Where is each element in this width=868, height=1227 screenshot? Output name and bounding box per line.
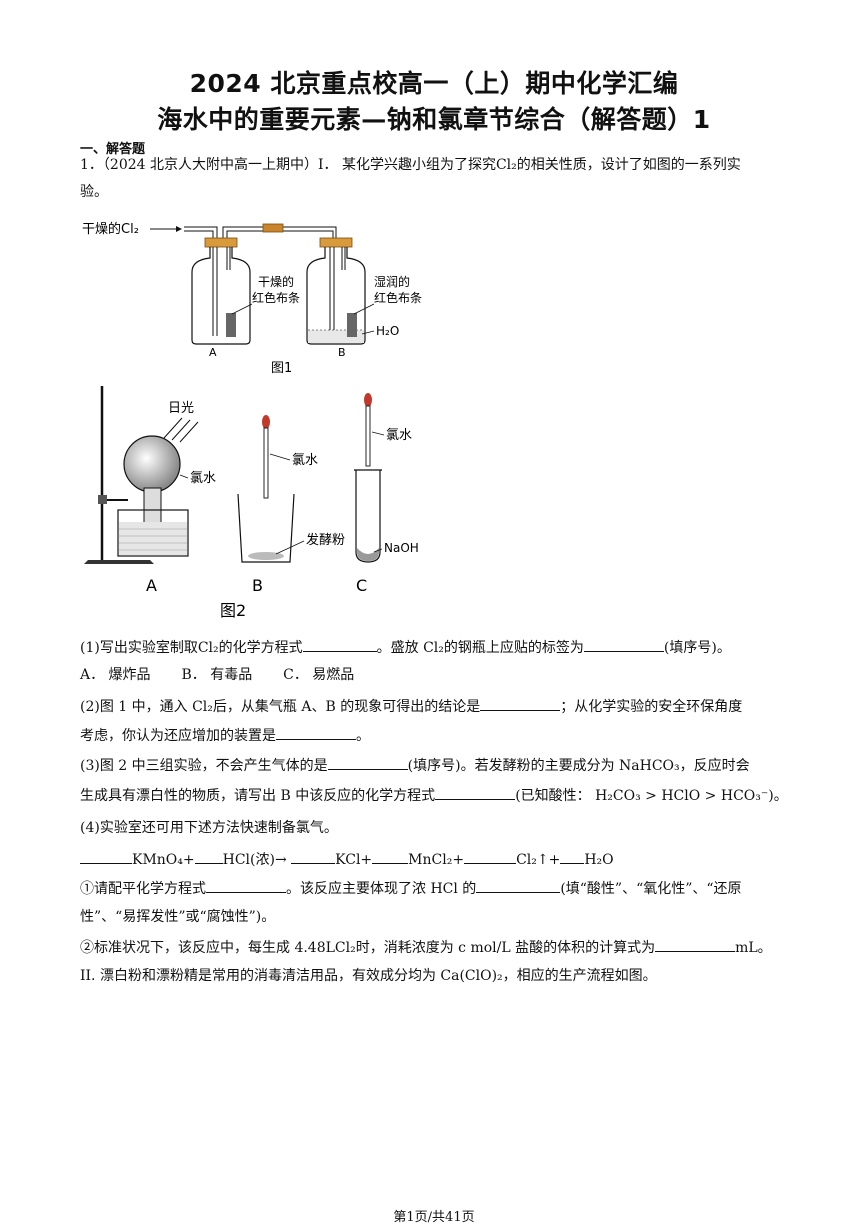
- water-label: H₂O: [376, 324, 399, 338]
- q2-text-d: 。: [356, 728, 370, 744]
- water-trough: [117, 509, 189, 557]
- bottle-b-label-2: 红色布条: [374, 290, 422, 305]
- q4-sub1-line2: 性”、“易挥发性”或“腐蚀性”)。: [80, 909, 276, 925]
- q1-blank-label[interactable]: [583, 636, 664, 652]
- q1-text-a: (1)写出实验室制取Cl₂的化学方程式: [80, 640, 303, 656]
- chlorine-water-label-b: 氯水: [292, 453, 318, 468]
- q4-sub1-line1: ①请配平化学方程式 。该反应主要体现了浓 HCl 的 (填“酸性”、“氧化性”、“还…: [80, 877, 792, 899]
- figure2-apparatus: 日光 氯水 A 氯水 发酵粉 B 氯水 NaOH C 图2: [84, 386, 419, 620]
- bottle-b-label-1: 湿润的: [374, 274, 410, 289]
- naoh-label: NaOH: [384, 541, 419, 555]
- q3-line2: 生成具有漂白性的物质，请写出 B 中该反应的化学方程式 (已知酸性： H₂CO₃ …: [80, 784, 792, 806]
- eq-mncl2: MnCl₂+: [408, 852, 465, 868]
- q4-sub2-line: ②标准状况下，该反应中，每生成 4.48LCl₂时，消耗浓度为 c mol/L …: [80, 936, 792, 958]
- chlorine-water-label-c: 氯水: [386, 428, 412, 443]
- bottle-a-label-1: 干燥的: [258, 274, 294, 289]
- eq-hcl: HCl(浓)→: [222, 852, 287, 868]
- q1-text-c: (填序号)。: [663, 640, 731, 656]
- q1-option-c: C． 易燃品: [283, 667, 355, 683]
- q1-blank-equation[interactable]: [302, 636, 377, 652]
- coef-mncl2[interactable]: [372, 848, 409, 864]
- q4-sub1-text-c: (填“酸性”、“氧化性”、“还原: [560, 881, 742, 897]
- q4-intro: (4)实验室还可用下述方法快速制备氯气。: [80, 820, 338, 836]
- q4-blank-balance[interactable]: [206, 877, 286, 893]
- gas-bottle-a: [191, 237, 251, 345]
- coef-cl2[interactable]: [464, 848, 517, 864]
- q2-text-c: 考虑，你认为还应增加的装置是: [80, 728, 276, 744]
- document-title-line2: 海水中的重要元素—钠和氯章节综合（解答题）1: [157, 105, 711, 134]
- part2-text: II. 漂白粉和漂粉精是常用的消毒清洁用品，有效成分均为 Ca(ClO)₂，相应…: [80, 968, 657, 984]
- coef-h2o[interactable]: [560, 848, 585, 864]
- document-title-line1: 2024 北京重点校高一（上）期中化学汇编: [189, 69, 679, 98]
- q1-options: A． 爆炸品 B． 有毒品 C． 易燃品: [80, 665, 792, 685]
- q1-line: (1)写出实验室制取Cl₂的化学方程式 。盛放 Cl₂的钢瓶上应贴的标签为 (填序号…: [80, 636, 792, 658]
- dry-red-cloth-strip: [226, 313, 236, 337]
- section-label: 一、解答题: [80, 142, 146, 157]
- apparatus-b: [237, 415, 295, 563]
- eq-cl2: Cl₂↑+: [516, 852, 561, 868]
- q4-blank-volume[interactable]: [655, 936, 736, 952]
- sunlight-arrows: [163, 417, 199, 443]
- q4-sub1-text-a: ①请配平化学方程式: [80, 881, 206, 897]
- figure1-apparatus: 干燥的Cl₂ 干燥的 红色布条 湿润的 红色布条 H₂O A B 图1: [82, 221, 422, 376]
- q4-equation: KMnO₄+ HCl(浓)→ KCl+ MnCl₂+ Cl₂↑+ H₂O: [80, 848, 792, 870]
- figure1-gas-label: 干燥的Cl₂: [82, 221, 139, 237]
- q2-line2: 考虑，你认为还应增加的装置是 。: [80, 724, 792, 746]
- flask-bulb: [123, 435, 181, 493]
- connecting-tube: [184, 226, 218, 238]
- bottle-a-letter: A: [209, 346, 217, 359]
- q4-sub2-text-b: mL。: [735, 940, 772, 956]
- q3-blank-equation[interactable]: [435, 784, 516, 800]
- coef-kcl[interactable]: [291, 848, 336, 864]
- q3-blank-no-gas[interactable]: [327, 754, 408, 770]
- q3-text-c: 生成具有漂白性的物质，请写出 B 中该反应的化学方程式: [80, 788, 436, 804]
- bottle-b-letter: B: [338, 346, 346, 359]
- baking-powder-label: 发酵粉: [306, 532, 345, 548]
- eq-kmno4: KMnO₄+: [132, 852, 195, 868]
- eq-kcl: KCl+: [335, 852, 373, 868]
- sunlight-label: 日光: [168, 401, 194, 416]
- q4-blank-property[interactable]: [476, 877, 561, 893]
- coef-kmno4[interactable]: [80, 848, 132, 864]
- chlorine-water-label-a: 氯水: [190, 471, 216, 486]
- page-footer: 第1页/共41页: [393, 1210, 475, 1225]
- q2-text-b: ；从化学实验的安全环保角度: [560, 699, 743, 715]
- question-intro-line2: 验。: [80, 184, 108, 200]
- gas-bottle-b: [306, 237, 366, 345]
- q2-blank-conclusion[interactable]: [480, 695, 561, 711]
- bottle-a-label-2: 红色布条: [252, 290, 300, 305]
- q2-line1: (2)图 1 中，通入 Cl₂后，从集气瓶 A、B 的现象可得出的结论是 ；从化学…: [80, 695, 792, 717]
- q2-blank-device[interactable]: [276, 724, 356, 740]
- q3-line1: (3)图 2 中三组实验，不会产生气体的是 (填序号)。若发酵粉的主要成分为 Na…: [80, 754, 792, 776]
- q2-text-a: (2)图 1 中，通入 Cl₂后，从集气瓶 A、B 的现象可得出的结论是: [80, 699, 481, 715]
- coef-hcl[interactable]: [194, 848, 223, 864]
- figure2-caption: 图2: [220, 601, 246, 620]
- q1-text-b: 。盛放 Cl₂的钢瓶上应贴的标签为: [376, 640, 584, 656]
- figure1-caption: 图1: [271, 361, 292, 376]
- q4-sub1-text-b: 。该反应主要体现了浓 HCl 的: [286, 881, 477, 897]
- question-intro-line1: 1．（2024 北京人大附中高一上期中）I． 某化学兴趣小组为了探究Cl₂的相关…: [80, 157, 741, 173]
- apparatus-c-letter: C: [356, 576, 367, 595]
- q3-text-b: (填序号)。若发酵粉的主要成分为 NaHCO₃，反应时会: [407, 758, 750, 774]
- wet-red-cloth-strip: [347, 313, 357, 337]
- q3-text-a: (3)图 2 中三组实验，不会产生气体的是: [80, 758, 328, 774]
- apparatus-b-letter: B: [252, 576, 263, 595]
- q1-option-b: B． 有毒品: [181, 667, 253, 683]
- eq-h2o: H₂O: [584, 852, 614, 868]
- q1-option-a: A． 爆炸品: [80, 667, 151, 683]
- apparatus-a-letter: A: [146, 576, 157, 595]
- apparatus-a: [84, 386, 189, 564]
- q3-text-d: (已知酸性： H₂CO₃ > HClO > HCO₃⁻)。: [515, 788, 788, 804]
- apparatus-c: [354, 393, 382, 563]
- q4-sub2-text-a: ②标准状况下，该反应中，每生成 4.48LCl₂时，消耗浓度为 c mol/L …: [80, 940, 656, 956]
